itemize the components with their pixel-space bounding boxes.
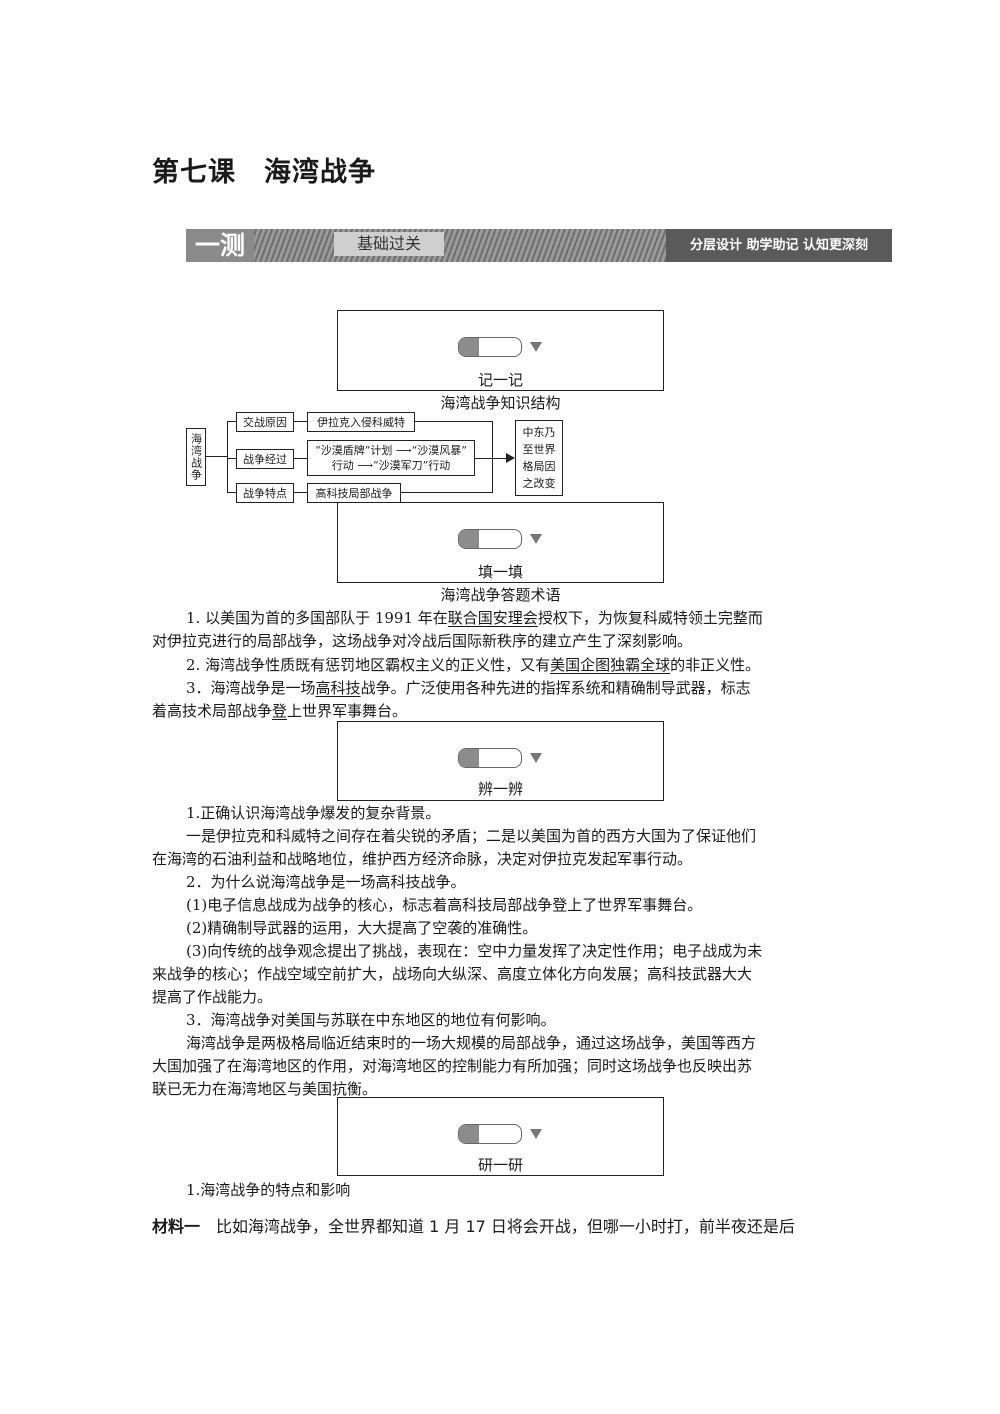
fill-paragraph-1: 1. 以美国为首的多国部队于 1991 年在联合国安理会授权下，为恢复科威特领土…	[186, 609, 763, 627]
discern-a2-2: (2)精确制导武器的运用，大大提高了空袭的准确性。	[186, 919, 538, 937]
section-box-bianyibian: 辨一辨	[337, 721, 664, 801]
fill-paragraph-3: 3．海湾战争是一场高科技战争。广泛使用各种先进的指挥系统和精确制导武器，标志	[186, 679, 751, 697]
section-label: 填一填	[477, 563, 523, 581]
section-label: 辨一辨	[477, 780, 523, 798]
fill-paragraph-1-cont: 对伊拉克进行的局部战争，这场战争对冷战后国际新秩序的建立产生了深刻影响。	[152, 632, 693, 650]
discern-a3-cont: 大国加强了在海湾地区的作用，对海湾地区的控制能力有所加强；同时这场战争也反映出苏	[152, 1057, 753, 1075]
pill-icon	[458, 748, 522, 768]
discern-a2-3-cont2: 提高了作战能力。	[152, 988, 273, 1006]
triangle-down-icon	[530, 1129, 542, 1139]
section-banner: 一测 基础过关 分层设计 助学助记 认知更深刻	[186, 229, 892, 262]
discern-a1-cont: 在海湾的石油利益和战略地位，维护西方经济命脉，决定对伊拉克发起军事行动。	[152, 850, 693, 868]
fill-paragraph-3-cont: 着高技术局部战争登上世界军事舞台。	[152, 702, 408, 720]
section-label: 记一记	[477, 371, 523, 389]
discern-a3-cont2: 联已无力在海湾地区与美国抗衡。	[152, 1080, 378, 1098]
discern-q2: 2．为什么说海湾战争是一场高科技战争。	[186, 873, 466, 891]
diagram-heading: 海湾战争知识结构	[440, 394, 561, 412]
discern-a3: 海湾战争是两极格局临近结束时的一场大规模的局部战争，通过这场战争，美国等西方	[186, 1034, 757, 1052]
fill-heading: 海湾战争答题术语	[440, 586, 561, 604]
triangle-down-icon	[530, 534, 542, 544]
diagram-root: 海湾战争	[186, 428, 206, 486]
triangle-down-icon	[530, 342, 542, 352]
page-title: 第七课 海湾战争	[152, 157, 376, 188]
banner-mark: 一测	[186, 229, 254, 262]
discern-a2-3-cont: 来战争的核心；作战空域空前扩大，战场向大纵深、高度立体化方向发展；高科技武器大大	[152, 965, 753, 983]
section-label: 研一研	[477, 1156, 523, 1174]
material-one: 材料一 比如海湾战争，全世界都知道 1 月 17 日将会开战，但哪一小时打，前半…	[152, 1217, 795, 1236]
arrow-right-icon	[506, 453, 515, 463]
branch-content-process: “沙漠盾牌”计划 ⟶“沙漠风暴” 行动 ⟶“沙漠军刀”行动	[307, 440, 475, 476]
discern-a1: 一是伊拉克和科威特之间存在着尖锐的矛盾；二是以美国为首的西方大国为了保证他们	[186, 827, 757, 845]
branch-label-process: 战争经过	[236, 449, 294, 469]
discern-a2-3: (3)向传统的战争观念提出了挑战，表现在：空中力量发挥了决定性作用；电子战成为未	[186, 942, 763, 960]
discern-q1: 1.正确认识海湾战争爆发的复杂背景。	[186, 804, 441, 822]
discern-q3: 3．海湾战争对美国与苏联在中东地区的地位有何影响。	[186, 1011, 556, 1029]
section-box-jiyiji: 记一记	[337, 310, 664, 391]
pill-icon	[458, 1124, 522, 1144]
pill-icon	[458, 337, 522, 357]
branch-label-cause: 交战原因	[236, 412, 294, 432]
branch-content-feature: 高科技局部战争	[307, 483, 401, 503]
section-box-yanyiyan: 研一研	[337, 1097, 664, 1176]
branch-label-feature: 战争特点	[236, 483, 294, 503]
banner-middle-label: 基础过关	[334, 232, 444, 256]
pill-icon	[458, 529, 522, 549]
research-q1: 1.海湾战争的特点和影响	[186, 1181, 351, 1199]
discern-a2-1: (1)电子信息战成为战争的核心，标志着高科技局部战争登上了世界军事舞台。	[186, 896, 703, 914]
branch-content-cause: 伊拉克入侵科威特	[307, 412, 415, 432]
diagram-result: 中东乃至世界格局因之改变	[515, 420, 563, 496]
banner-right-label: 分层设计 助学助记 认知更深刻	[666, 229, 892, 262]
fill-paragraph-2: 2. 海湾战争性质既有惩罚地区霸权主义的正义性，又有美国企图独霸全球的非正义性。	[186, 656, 761, 674]
section-box-tianyitian: 填一填	[337, 502, 664, 583]
triangle-down-icon	[530, 753, 542, 763]
